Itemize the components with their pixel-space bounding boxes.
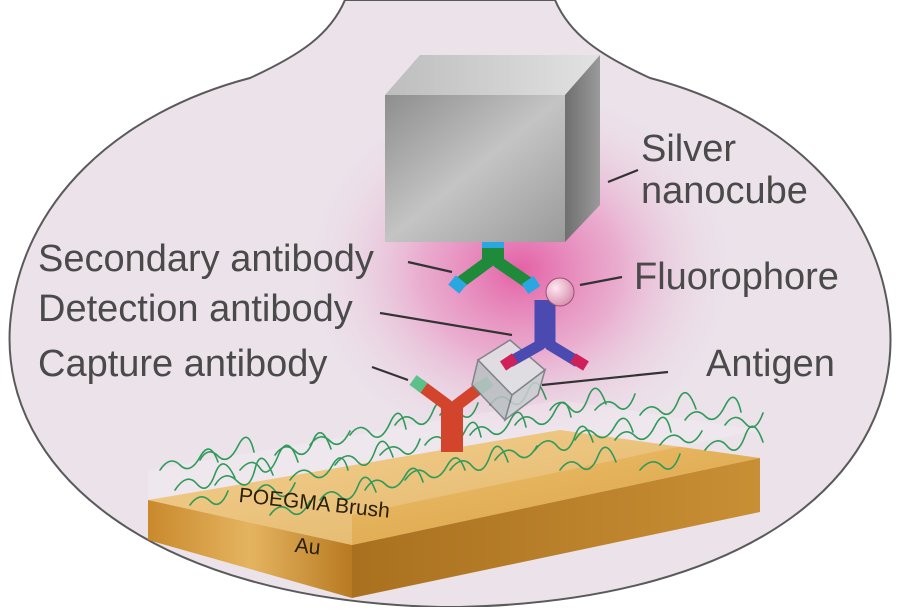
gold-substrate: [148, 430, 760, 598]
leader-silver: [607, 168, 639, 184]
label-antigen: Antigen: [706, 343, 835, 385]
leader-secondary: [407, 260, 453, 274]
label-silver-line1: Silver: [641, 128, 737, 170]
silver-nanocube: [385, 55, 600, 242]
detection-antibody: [499, 300, 589, 371]
leader-fluorophore: [579, 275, 623, 287]
label-fluorophore: Fluorophore: [634, 256, 839, 298]
leader-capture: [371, 365, 409, 382]
label-silver-line2: nanocube: [641, 170, 808, 212]
leader-lines: [371, 168, 669, 387]
label-secondary-antibody: Secondary antibody: [38, 238, 374, 280]
fluorophore-sphere: [545, 277, 575, 307]
label-gold: Au: [293, 534, 322, 560]
label-capture-antibody: Capture antibody: [38, 343, 328, 385]
label-detection-antibody: Detection antibody: [38, 288, 353, 330]
antigen: [471, 339, 547, 422]
leader-antigen: [541, 370, 669, 387]
leader-detection: [379, 311, 513, 337]
poegma-brush: [148, 381, 764, 545]
secondary-antibody: [448, 240, 541, 294]
